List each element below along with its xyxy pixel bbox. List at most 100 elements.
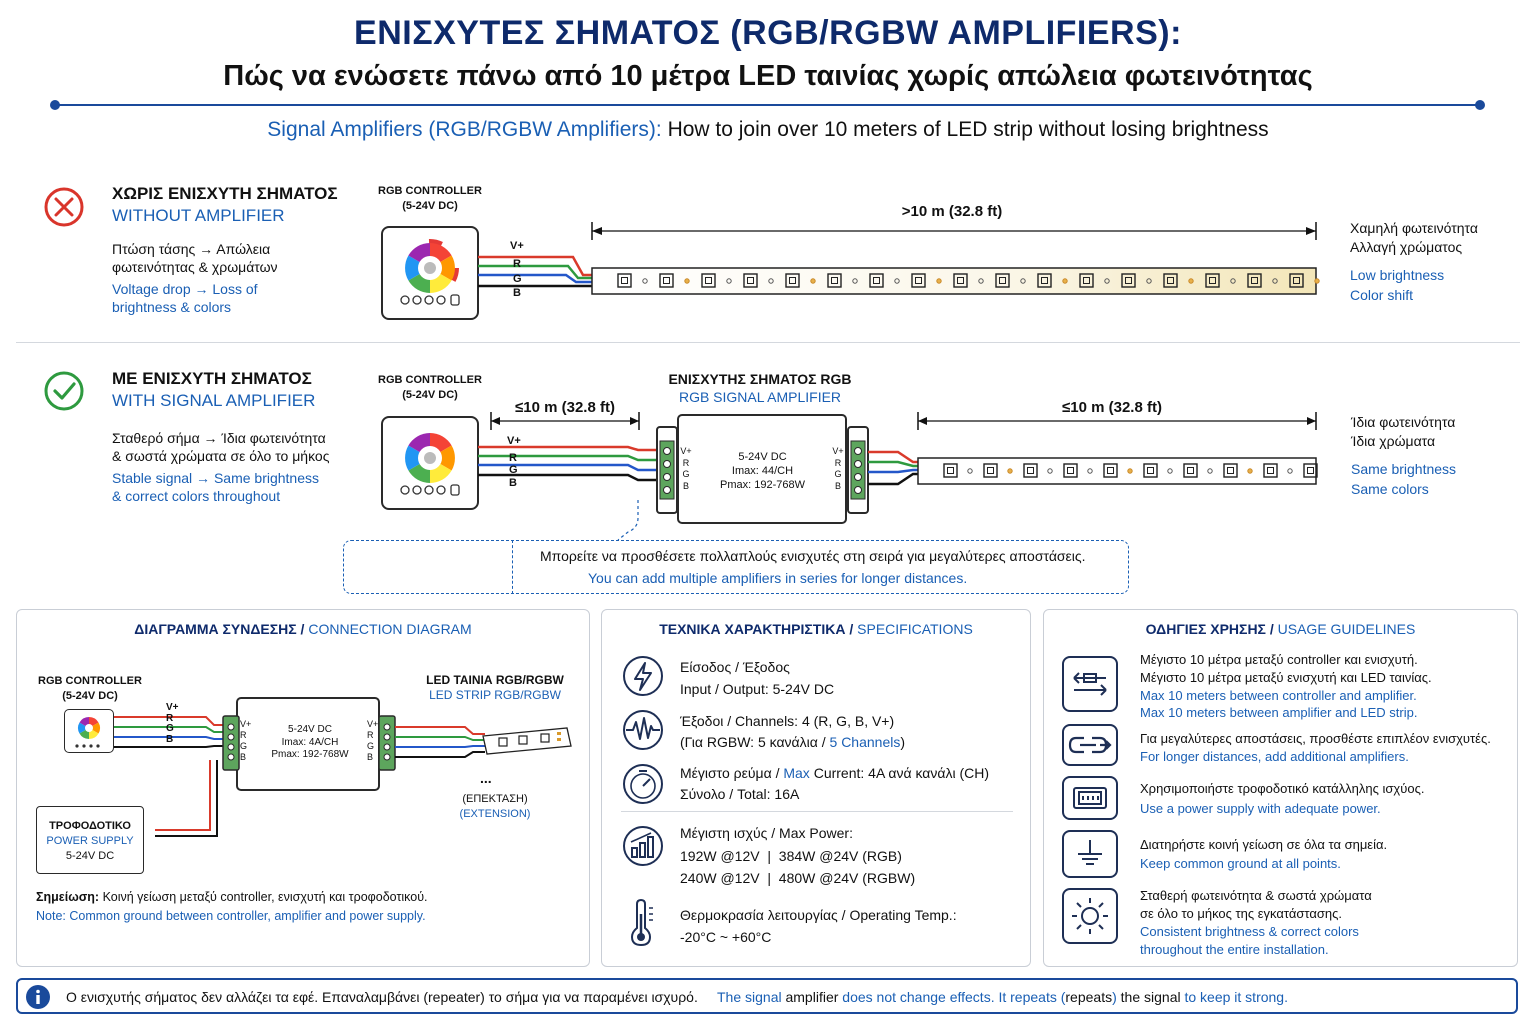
led-chip-core [957,277,964,284]
signal-amplifier [677,414,847,524]
led-chip-core [1027,467,1034,474]
resistor [768,278,774,284]
conn-controller [64,709,114,753]
color-wheel-icon [400,433,460,496]
wire-vplus-label: V+ [507,435,521,447]
conn-extension-dots: ... [480,770,492,786]
with-distance-line-2 [917,412,1317,430]
info-text-gr: Ο ενισχυτής σήματος δεν αλλάζει τα εφέ. … [66,989,698,1005]
spec-channels-rgbw: (Για RGBW: 5 κανάλια / 5 Channels) [680,734,906,750]
guide-3-gr: Χρησιμοποιήστε τροφοδοτικό κατάλληλης ισ… [1140,781,1425,796]
spec-channels-title: Έξοδοι / Channels: 4 (R, G, B, V+) [680,713,895,729]
led-chip [1263,463,1278,478]
resistor [642,278,648,284]
guide-1-en-1: Max 10 meters between controller and amp… [1140,688,1417,703]
resistor [726,278,732,284]
with-desc-gr-1: Σταθερό σήμα → Ίδια φωτεινότητα [112,430,326,446]
led-chip-core [947,467,954,474]
led-chip-core [663,277,670,284]
wire-b-label: B [509,477,517,489]
without-result-gr-1: Χαμηλή φωτεινότητα [1350,220,1478,236]
led-chip [1163,273,1178,288]
led-chip [943,463,958,478]
conn-amplifier [236,697,380,791]
resistor [1007,468,1013,474]
conn-extension-label: (ΕΠΕΚΤΑΣΗ)(EXTENSION) [459,793,531,820]
resistor [1230,278,1236,284]
led-chip [953,273,968,288]
amp-current: Imax: 44/CH [731,465,794,477]
led-chip-core [987,467,994,474]
led-chip-core [1227,467,1234,474]
sun-brightness-icon [1062,888,1118,944]
led-chip [1103,463,1118,478]
wire-g-label: G [509,464,518,476]
led-chip [1183,463,1198,478]
led-chip-core [789,277,796,284]
spec-io-title: Είσοδος / Έξοδος [680,659,790,675]
led-chip-core [831,277,838,284]
conn-amp-to-strip [395,726,572,758]
series-note-box [343,540,1129,594]
amp-voltage: 5-24V DC [738,451,787,463]
resistor [967,468,973,474]
main-title: ΕΝΙΣΧΥΤΕΣ ΣΗΜΑΤΟΣ (RGB/RGBW AMPLIFIERS): [354,14,1182,52]
spec-power-rgb: 192W @12V | 384W @24V (RGB) [680,848,902,864]
with-heading-gr: ΜΕ ΕΝΙΣΧΥΤΗ ΣΗΜΑΤΟΣ [112,369,312,388]
without-result-en-2: Color shift [1350,287,1414,303]
info-text-en: The signal amplifier does not change eff… [717,989,1288,1005]
led-chip-core [1209,277,1216,284]
led-chip-core [1125,277,1132,284]
ground-icon [1062,830,1118,878]
gauge-icon [623,764,663,804]
spec-power-title: Μέγιστη ισχύς / Max Power: [680,825,853,841]
led-chip-core [1147,467,1154,474]
without-wires [478,255,598,288]
wire-b-label: B [513,287,521,299]
conn-note-en: Note: Common ground between controller, … [36,909,426,923]
title-divider [50,100,1485,110]
power-supply: ΤΡΟΦΟΔΟΤΙΚΟ POWER SUPPLY 5-24V DC [36,806,144,874]
led-chip [617,273,632,288]
resistor [1272,278,1278,284]
with-controller-label: RGB CONTROLLER(5-24V DC) [370,373,490,403]
led-chip [1037,273,1052,288]
guide-5-en-2: throughout the entire installation. [1140,942,1329,957]
conn-note-gr: Σημείωση: Κοινή γείωση μεταξύ controller… [36,890,428,904]
info-icon [26,985,50,1009]
led-chip-core [915,277,922,284]
led-chip-core [1251,277,1258,284]
led-chip [1121,273,1136,288]
resistor [1104,278,1110,284]
distance-arrows-icon [1062,656,1118,712]
led-strip-fading [591,267,1320,295]
led-chip [1247,273,1262,288]
rgb-controller [381,226,479,320]
resistor [1087,468,1093,474]
with-result-en-2: Same colors [1351,481,1429,497]
guide-4-gr: Διατηρήστε κοινή γείωση σε όλα τα σημεία… [1140,837,1388,852]
color-wheel-icon [75,717,100,748]
with-result-gr-2: Ίδια χρώματα [1351,433,1436,449]
without-heading-en: WITHOUT AMPLIFIER [112,206,285,225]
spec-io-value: Input / Output: 5-24V DC [680,681,835,697]
resistor [810,278,816,284]
led-chip-core [747,277,754,284]
connection-title: ΔΙΑΓΡΑΜΜΑ ΣΥΝΔΕΣΗΣ / CONNECTION DIAGRAM [134,621,472,637]
led-chip [869,273,884,288]
resistor [1287,468,1293,474]
led-chip [995,273,1010,288]
with-distance-1: ≤10 m (32.8 ft) [510,399,620,416]
spec-temp-value: -20°C ~ +60°C [680,929,772,945]
check-circle-icon [44,371,84,411]
series-note-en: You can add multiple amplifiers in serie… [588,570,968,586]
spec-current-total: Σύνολο / Total: 16A [680,786,800,802]
resistor [936,278,942,284]
english-title-blue: Signal Amplifiers (RGB/RGBW Amplifiers): [267,118,662,141]
with-desc-en-1: Stable signal → Same brightness [112,470,319,486]
